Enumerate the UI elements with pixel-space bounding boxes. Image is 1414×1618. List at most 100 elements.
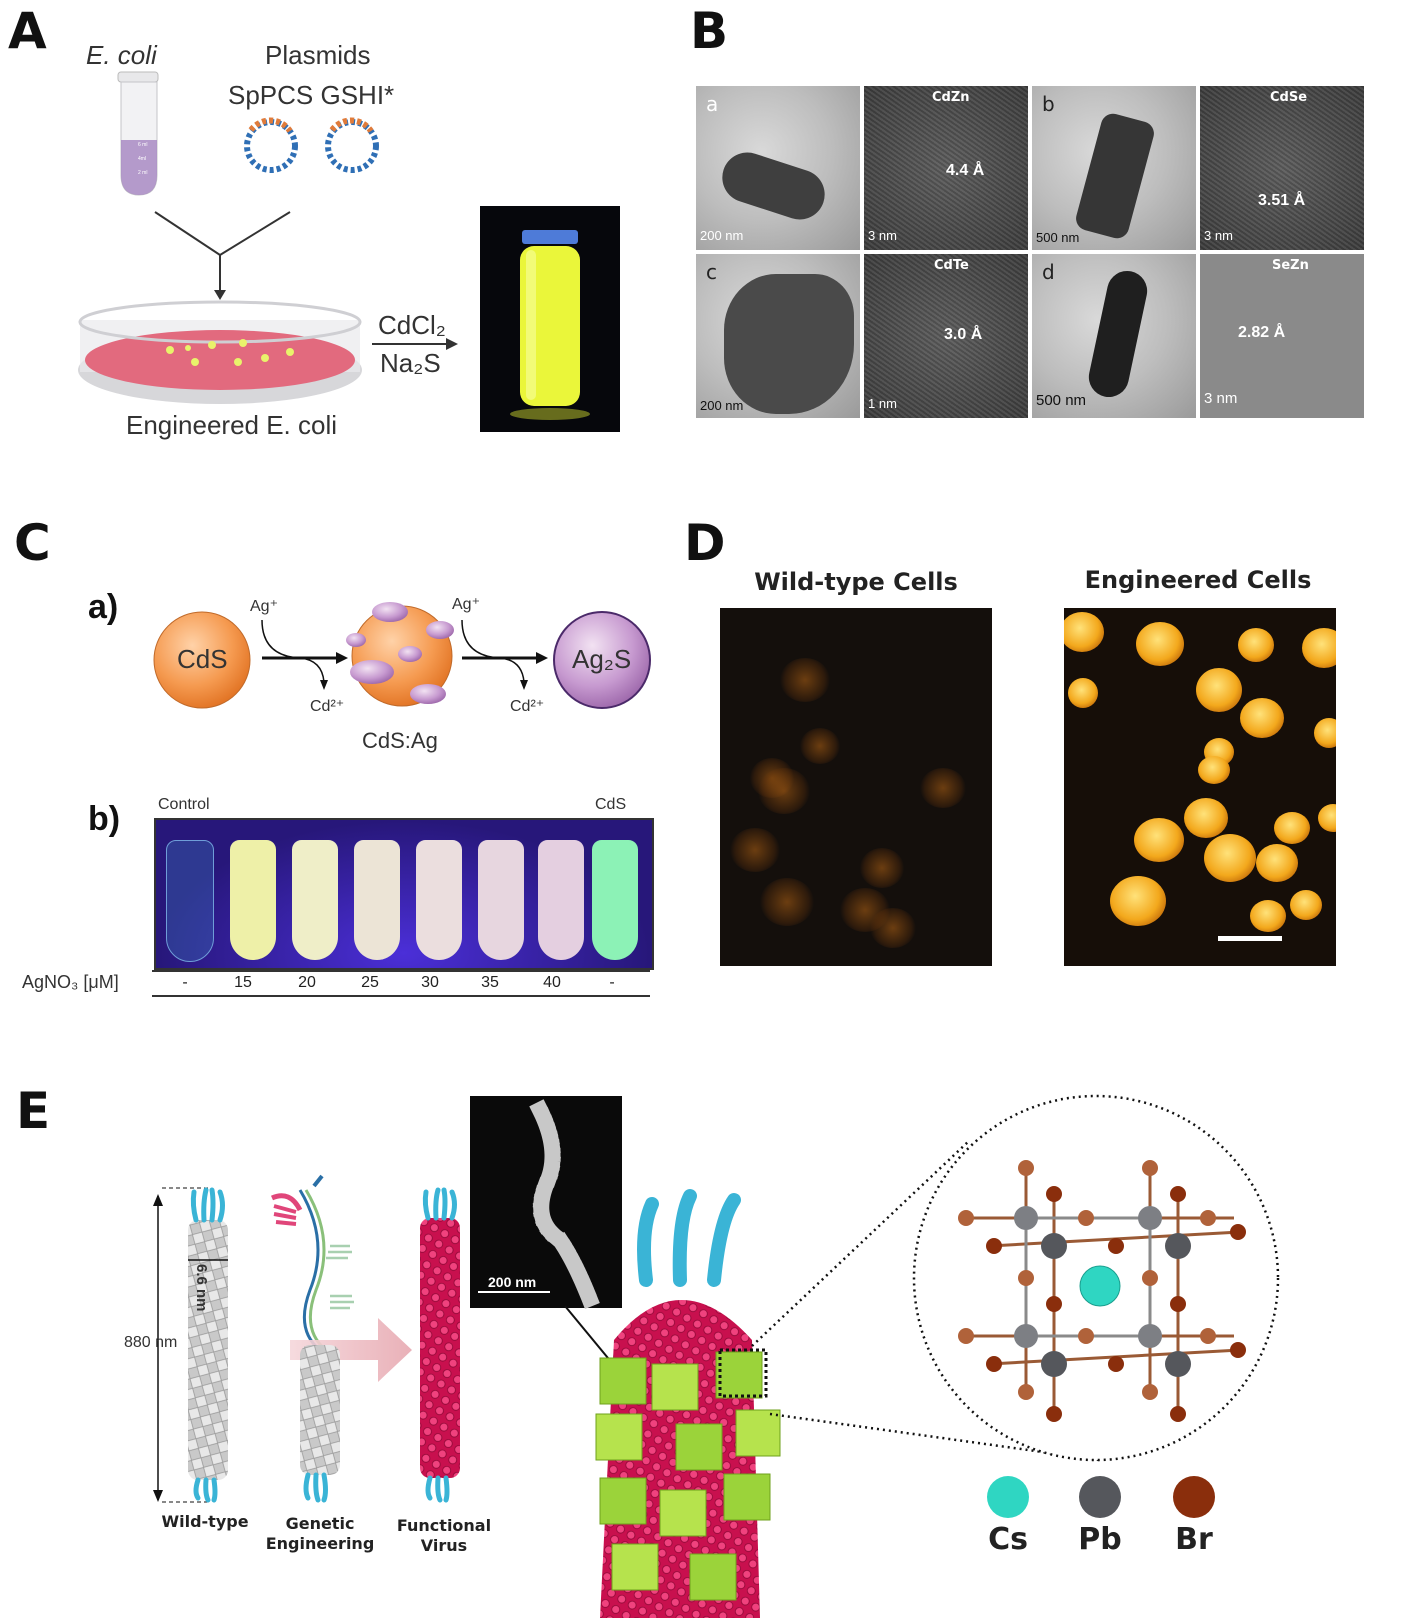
engineered-micrograph <box>1064 608 1336 966</box>
cd2-label-1: Cd²⁺ <box>310 698 345 715</box>
lattice-spacing: 2.82 Å <box>1238 324 1286 341</box>
cell <box>1198 756 1230 784</box>
fluorescent-vial-image <box>480 206 620 432</box>
test-tube-icon <box>117 71 159 196</box>
ag-plus-label-1: Ag⁺ <box>250 598 279 615</box>
hrtem-image-cdse: CdSe 3.51 Å 3 nm <box>1200 86 1364 250</box>
tube-20 <box>292 840 338 960</box>
tube-15 <box>230 840 276 960</box>
conc-cell: - <box>182 974 188 991</box>
cds-ag-label: CdS:Ag <box>362 728 438 753</box>
cell <box>1196 668 1242 712</box>
cell <box>1134 818 1184 862</box>
cell <box>780 658 830 702</box>
cation-exchange-diagram <box>153 602 651 709</box>
material-tag: CdZn <box>932 90 970 105</box>
control-label: Control <box>158 796 210 813</box>
plasmids-names: SpPCS GSHI* <box>228 80 395 110</box>
sub-b-label: b) <box>88 800 121 838</box>
conc-cell: 25 <box>361 974 379 991</box>
cd2-label-2: Cd²⁺ <box>510 698 545 715</box>
br-legend-label: Br <box>1175 1522 1213 1557</box>
cell <box>870 908 916 948</box>
cell <box>1256 844 1298 882</box>
genetic-engineering-virus <box>270 1174 412 1503</box>
cell <box>800 728 840 764</box>
tem-inset <box>470 1096 622 1311</box>
ag-plus-label-2: Ag⁺ <box>452 596 481 613</box>
genetic-caption-line1: Genetic <box>285 1514 355 1533</box>
table-line-top <box>152 970 650 972</box>
cs-legend-label: Cs <box>988 1522 1028 1557</box>
tem-image-c: c 200 nm <box>696 254 860 418</box>
plasmid-icon <box>244 117 298 173</box>
tube-cds <box>592 840 638 960</box>
cell <box>1274 812 1310 844</box>
material-tag: CdSe <box>1270 90 1308 105</box>
wild-type-virus <box>188 1187 228 1503</box>
conc-cell: 35 <box>481 974 499 991</box>
genetic-caption-line2: Engineering <box>265 1534 375 1553</box>
plasmids-title: Plasmids <box>265 40 371 70</box>
scale-label: 3 nm <box>868 228 897 243</box>
bacterium-shape <box>1073 111 1157 241</box>
sub-label: a <box>706 92 719 116</box>
length-label: 880 nm <box>124 1334 178 1351</box>
bacterium-shape <box>1085 267 1151 401</box>
wild-type-micrograph <box>720 608 992 966</box>
tem-image-b: b 500 nm <box>1032 86 1196 250</box>
tube-control <box>166 840 214 962</box>
reagent-na2s: Na₂S <box>380 348 441 378</box>
reagent-cdcl2: CdCl₂ <box>378 310 446 340</box>
wild-type-caption: Wild-type <box>161 1512 249 1531</box>
lattice-spacing: 3.51 Å <box>1258 192 1306 209</box>
petri-dish-icon <box>78 300 362 404</box>
material-tag: CdTe <box>934 258 969 273</box>
scale-label: 500 nm <box>1036 230 1080 245</box>
sub-label: c <box>706 260 717 284</box>
cds-tube-label: CdS <box>595 796 627 813</box>
functional-caption-line1: Functional <box>396 1516 492 1535</box>
cell <box>1136 622 1184 666</box>
hrtem-image-cdzn: CdZn 4.4 Å 3 nm <box>864 86 1028 250</box>
tube-35 <box>478 840 524 960</box>
cell <box>758 768 810 814</box>
panel-c-letter: C <box>14 514 51 572</box>
cell <box>920 768 966 808</box>
width-label: 6.6 nm <box>193 1264 210 1312</box>
agno3-row-label: AgNO₃ [μM] <box>22 972 119 992</box>
functional-caption-line2: Virus <box>420 1536 468 1555</box>
inset-scale-label: 200 nm <box>488 1274 537 1290</box>
table-line-bottom <box>152 995 650 997</box>
engineered-ecoli-label: Engineered E. coli <box>126 410 338 440</box>
cell <box>1290 890 1322 920</box>
cell <box>1204 834 1256 882</box>
ag2s-label: Ag₂S <box>572 644 632 674</box>
cell <box>1068 678 1098 708</box>
cell-cluster-shape <box>724 274 854 414</box>
panel-a-letter: A <box>8 2 47 60</box>
tube-30 <box>416 840 462 960</box>
panel-b-letter: B <box>690 2 729 60</box>
material-tag: SeZn <box>1272 258 1309 273</box>
cs-legend-dot <box>987 1476 1029 1518</box>
cell <box>1238 628 1274 662</box>
pb-legend-dot <box>1079 1476 1121 1518</box>
tem-image-d: d 500 nm <box>1032 254 1196 418</box>
panel-d-letter: D <box>684 514 726 572</box>
panel-a-graphic <box>78 71 620 432</box>
sub-label: b <box>1042 92 1055 116</box>
conc-cell: 40 <box>543 974 561 991</box>
virus-engineering-diagram <box>153 1094 1280 1618</box>
cell <box>860 848 904 888</box>
perovskite-lattice-circle <box>912 1094 1280 1462</box>
functional-virus <box>420 1187 460 1503</box>
cell <box>730 828 780 872</box>
sub-label: d <box>1042 260 1055 284</box>
conc-cell: 20 <box>298 974 316 991</box>
tube-mark: 6 ml <box>138 142 148 148</box>
tube-25 <box>354 840 400 960</box>
lattice-spacing: 3.0 Å <box>944 326 983 343</box>
scale-bar <box>1218 936 1282 941</box>
wild-type-cells-title: Wild-type Cells <box>754 568 958 596</box>
